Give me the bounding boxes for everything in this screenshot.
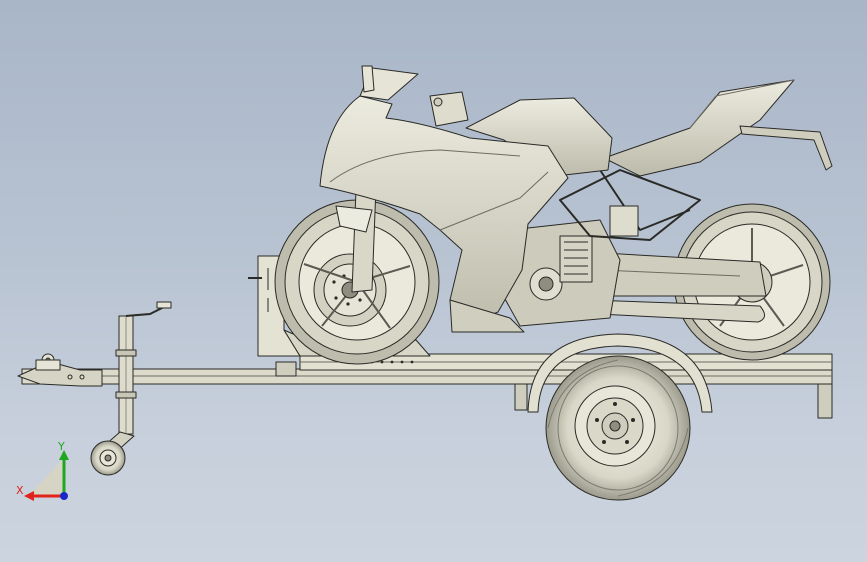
- motorcycle-mirror: [361, 65, 375, 93]
- triad-x-label: X: [16, 484, 24, 497]
- triad-axes-icon: [24, 450, 69, 501]
- motorcycle-tail: [603, 79, 833, 177]
- motorcycle-fork: [335, 185, 377, 293]
- triad-y-label: Y: [58, 440, 65, 453]
- trailer-fender: [527, 333, 713, 413]
- motorcycle-swingarm: [585, 251, 767, 323]
- trailer-wheel: [545, 355, 691, 501]
- motorcycle-engine: [499, 169, 701, 327]
- coordinate-triad: Y X: [16, 440, 78, 510]
- trailer-coupler: [17, 353, 103, 387]
- motorcycle-fairing: [319, 67, 613, 333]
- jockey-wheel: [90, 301, 172, 476]
